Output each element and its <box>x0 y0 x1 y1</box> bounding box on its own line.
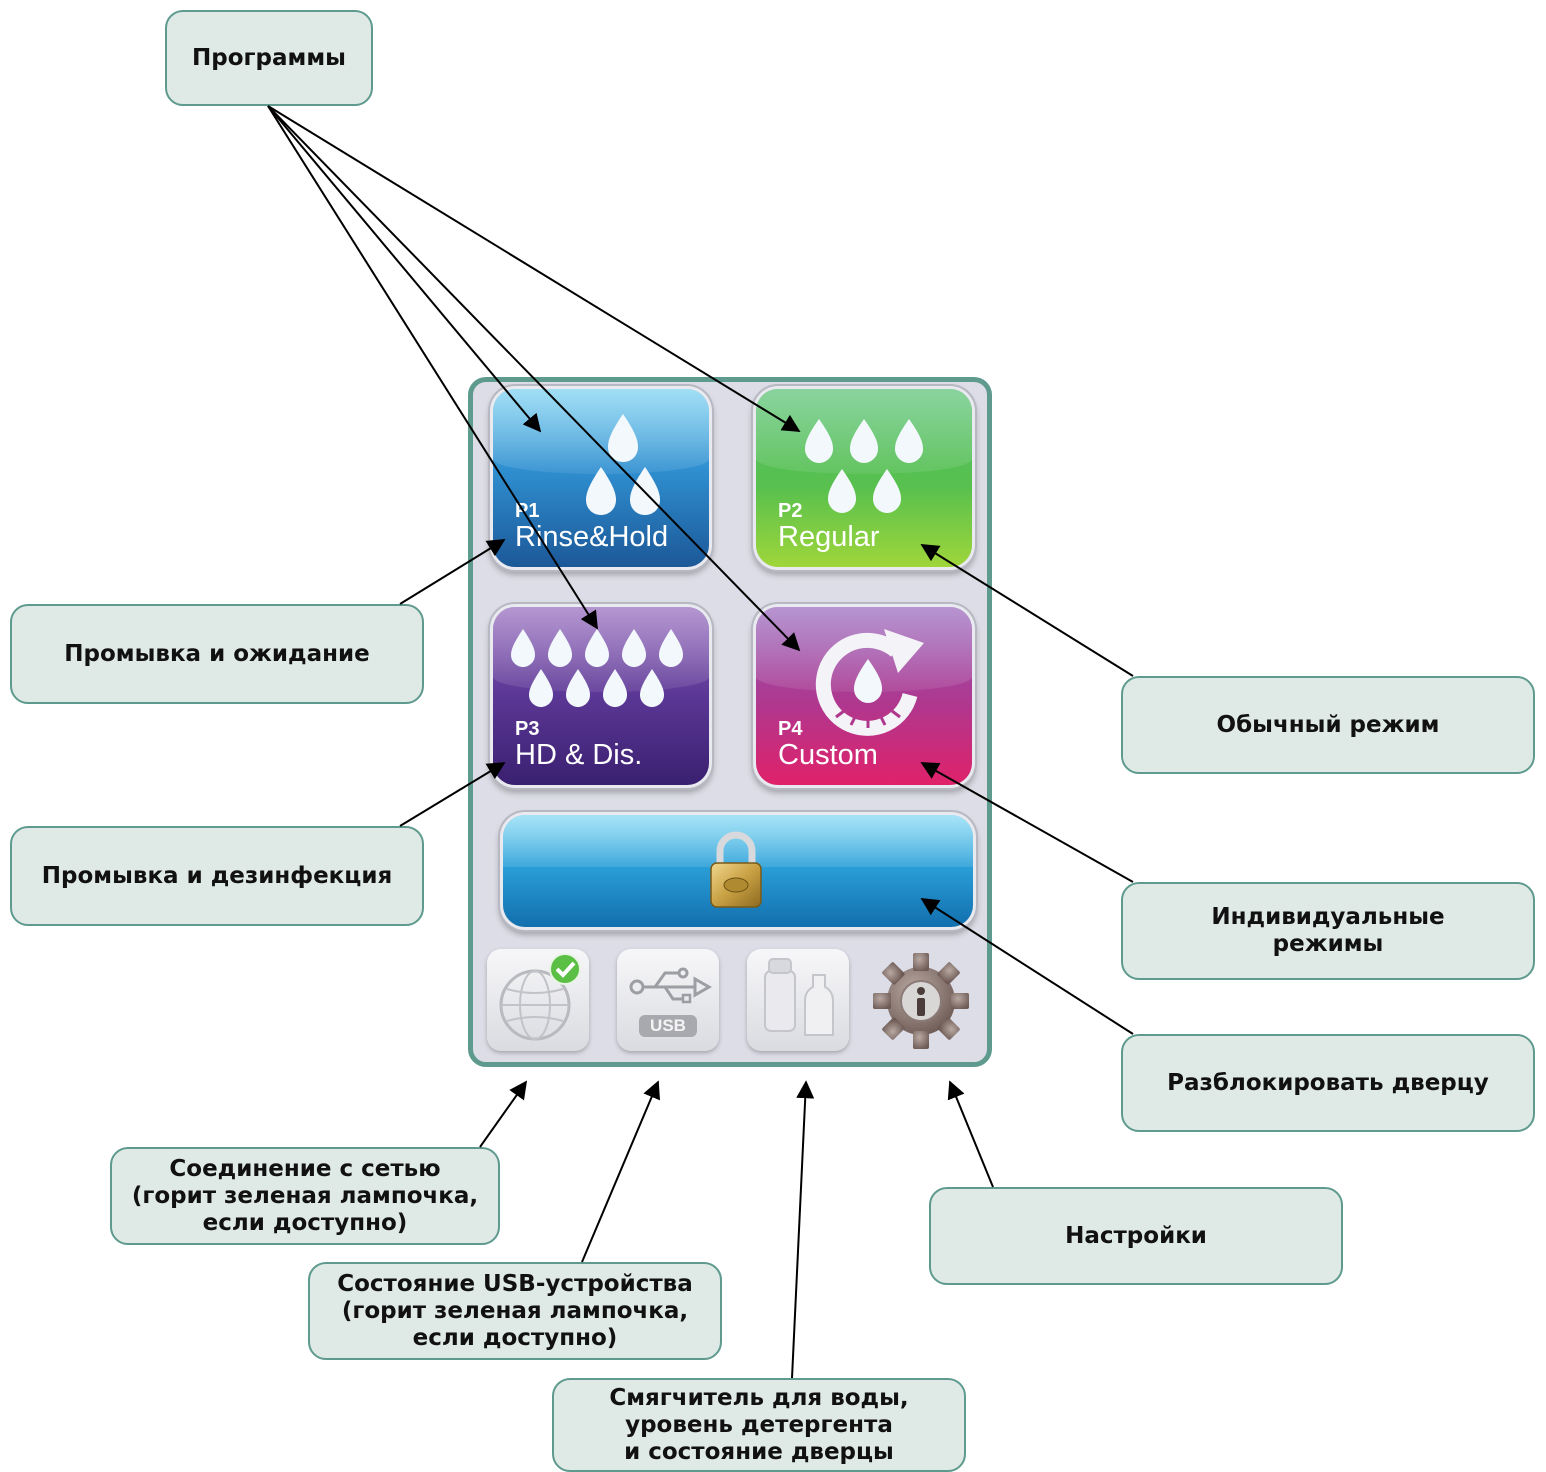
callout-unlock-door: Разблокировать дверцу <box>1121 1034 1535 1132</box>
callout-rinse-hold: Промывка и ожидание <box>10 604 424 704</box>
unlock-door-button[interactable] <box>503 815 973 927</box>
water-drops-icon <box>805 419 923 513</box>
program-p4-button[interactable]: P4 Custom <box>756 607 972 785</box>
arrow-settings <box>947 1080 994 1188</box>
salt-detergent-icon <box>764 958 834 1036</box>
program-p2-button[interactable]: P2 Regular <box>756 389 972 567</box>
callout-softener: Смягчитель для воды, уровень детергента … <box>552 1378 966 1472</box>
usb-status-icon[interactable]: USB <box>617 949 719 1051</box>
program-p3-button[interactable]: P3 HD & Dis. <box>493 607 709 785</box>
callout-rinse-disinfect: Промывка и дезинфекция <box>10 826 424 926</box>
callout-usb: Состояние USB-устройства (горит зеленая … <box>308 1262 722 1360</box>
control-panel: P1 Rinse&Hold P2 Regular P3 HD & Dis. <box>468 377 992 1067</box>
softener-detergent-status-icon[interactable] <box>747 949 849 1051</box>
usb-label: USB <box>639 1015 697 1037</box>
program-name: HD & Dis. <box>515 739 643 771</box>
program-name: Regular <box>778 521 880 553</box>
usb-icon <box>629 967 713 1004</box>
callout-programs: Программы <box>165 10 373 106</box>
program-name: Custom <box>778 739 878 771</box>
settings-info-gear-icon[interactable] <box>869 949 973 1053</box>
arrow-network <box>479 1080 528 1148</box>
callout-regular: Обычный режим <box>1121 676 1535 774</box>
padlock-icon <box>710 831 762 908</box>
callout-settings: Настройки <box>929 1187 1343 1285</box>
button-gloss <box>503 815 973 867</box>
program-code: P1 <box>515 500 540 522</box>
program-code: P2 <box>778 500 803 522</box>
program-p1-button[interactable]: P1 Rinse&Hold <box>493 389 709 567</box>
callout-custom: Индивидуальные режимы <box>1121 882 1535 980</box>
callout-network: Соединение с сетью (горит зеленая лампоч… <box>110 1147 500 1245</box>
arrow-usb <box>581 1080 660 1263</box>
network-status-icon[interactable] <box>487 949 589 1051</box>
program-name: Rinse&Hold <box>515 521 669 553</box>
arrow-softener <box>791 1080 815 1379</box>
network-globe-icon <box>499 953 581 1041</box>
refresh-drop-icon <box>815 629 924 736</box>
program-code: P3 <box>515 718 540 740</box>
program-code: P4 <box>778 718 803 740</box>
